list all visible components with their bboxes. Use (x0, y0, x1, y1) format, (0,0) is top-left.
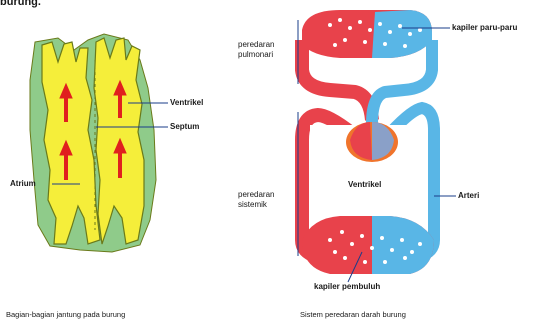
label-peredaran-pulmonari: peredaran pulmonari (238, 40, 274, 60)
caption-left: Bagian-bagian jantung pada burung (6, 310, 125, 319)
label-peredaran-sistemik: peredaran sistemik (238, 190, 274, 210)
label-ventrikel-right: Ventrikel (348, 180, 381, 190)
label-ventrikel-left: Ventrikel (170, 98, 203, 108)
label-septum: Septum (170, 122, 199, 132)
label-arteri: Arteri (458, 191, 479, 201)
label-kapiler-paru: kapiler paru-paru (452, 23, 517, 33)
label-kapiler-pembuluh: kapiler pembuluh (314, 282, 380, 292)
caption-right: Sistem peredaran darah burung (300, 310, 406, 319)
lung-capillary-blue (372, 10, 432, 58)
label-atrium: Atrium (10, 179, 36, 189)
